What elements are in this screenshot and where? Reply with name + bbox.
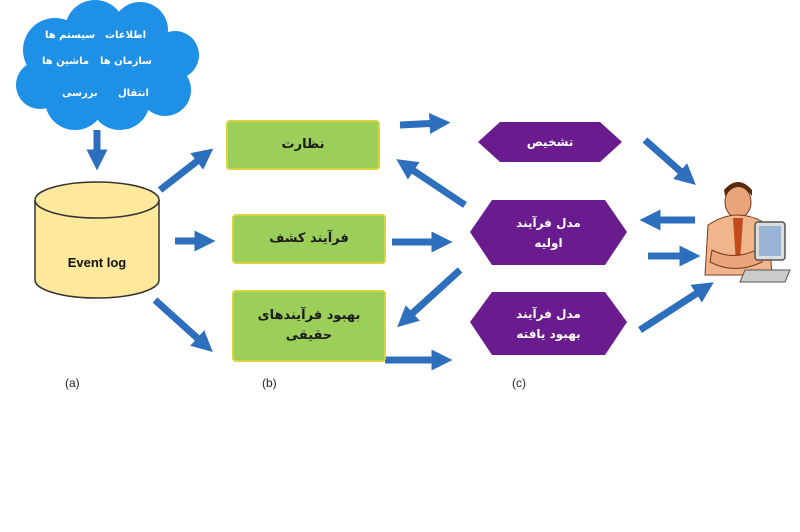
- hexagon-diagnosis-label: تشخیص: [526, 135, 574, 149]
- hexagon-diagnosis: [478, 122, 622, 162]
- box-discovery-label: فرآیند کشف: [269, 231, 349, 246]
- database-label: Event log: [67, 255, 127, 270]
- cloud-word-review: بررسی: [62, 88, 98, 99]
- arrow-diagnosis-to-user: [642, 137, 696, 185]
- box-enhancement-line1: بهبود فرآیندهای: [257, 308, 361, 323]
- arrow-improved-to-user: [638, 282, 714, 333]
- hexagon-improved-line1: مدل فرآیند: [516, 306, 581, 321]
- hexagon-diagnosis-text: تشخیص: [478, 122, 622, 162]
- hexagon-initial-line1: مدل فرآیند: [516, 215, 581, 230]
- hexagon-improved-line2: بهبود یافته: [516, 326, 581, 341]
- arrow-initial-to-monitoring: [396, 159, 467, 208]
- cloud-word-organizations: سازمان ها: [100, 56, 152, 67]
- hexagon-initial-model: [470, 200, 627, 265]
- cloud-word-information: اطلاعات: [105, 30, 147, 41]
- label-a: (a): [65, 376, 80, 390]
- arrow-db-to-enhancement: [152, 297, 213, 353]
- label-b: (b): [262, 376, 277, 390]
- label-c: (c): [512, 376, 526, 390]
- box-monitoring: نظارت: [226, 120, 380, 170]
- arrow-initial-to-enhancement: [397, 267, 463, 328]
- arrow-monitoring-to-diagnosis: [399, 113, 451, 135]
- box-discovery: فرآیند کشف: [232, 214, 386, 264]
- cloud-word-machines: ماشین ها: [42, 56, 90, 67]
- cloud-word-systems: سیستم ها: [45, 30, 96, 41]
- hexagon-improved-text: مدل فرآیند بهبود یافته: [470, 292, 627, 355]
- hexagon-initial-text: مدل فرآیند اولیه: [470, 200, 627, 265]
- box-enhancement-line2: حقیقی: [285, 328, 333, 343]
- box-monitoring-label: نظارت: [281, 137, 325, 152]
- hexagon-initial-line2: اولیه: [534, 235, 563, 250]
- cloud-word-transfer: انتقال: [118, 88, 149, 99]
- database-cylinder: [34, 181, 160, 299]
- arrow-db-to-monitoring: [157, 148, 214, 193]
- user-at-computer-icon: [704, 182, 791, 283]
- box-enhancement: بهبود فرآیندهای حقیقی: [232, 290, 386, 362]
- cloud-shape: [16, 0, 199, 130]
- hexagon-improved-model: [470, 292, 627, 355]
